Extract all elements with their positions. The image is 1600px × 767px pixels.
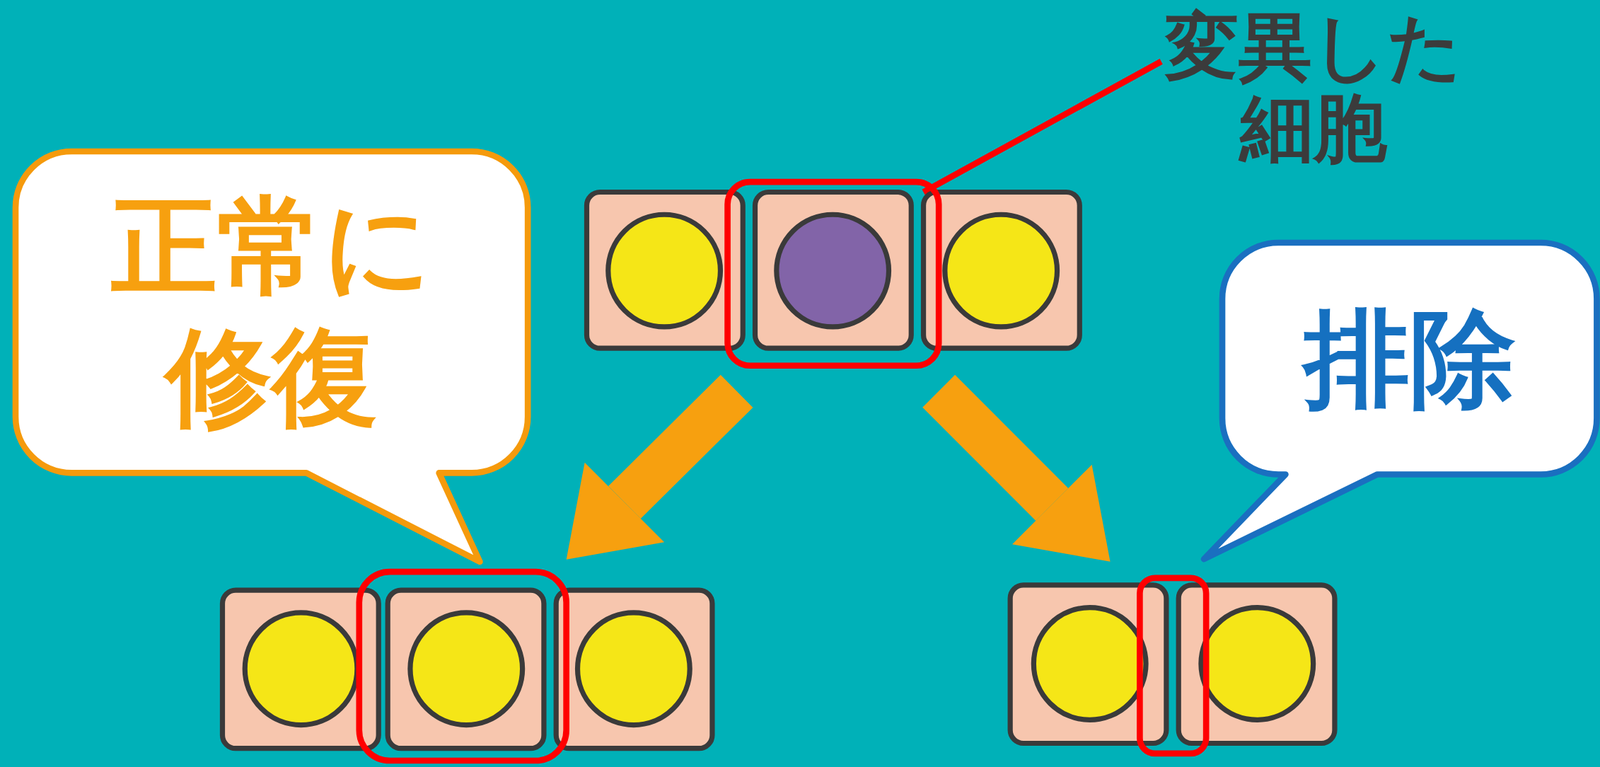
- mutated-nucleus: [776, 214, 890, 327]
- highlight-frame: [727, 181, 940, 366]
- repaired-cells: [222, 589, 712, 749]
- callout-text: 排除: [1303, 293, 1516, 425]
- cell-label: 変異した 細胞: [1152, 6, 1476, 170]
- eliminated-cells: [1010, 584, 1335, 744]
- callout-outline: [15, 151, 528, 562]
- nucleus: [244, 612, 358, 726]
- nucleus: [410, 612, 523, 726]
- orange-arrows: [566, 391, 1111, 562]
- arrow-shaft: [938, 391, 1052, 505]
- cell: [1010, 584, 1167, 744]
- cell: [222, 589, 379, 749]
- nucleus: [945, 214, 1058, 327]
- arrow-head: [566, 462, 665, 560]
- nucleus: [577, 612, 691, 726]
- label-box: 変異した 細胞: [1148, 6, 1480, 170]
- leader-line: [923, 61, 1162, 193]
- callout-text: 正常に 修復: [96, 181, 447, 443]
- highlight-frame: [1139, 577, 1207, 754]
- cell: [923, 192, 1081, 349]
- nucleus: [608, 214, 721, 327]
- top-cells: [586, 192, 1080, 349]
- highlight-frame: [359, 571, 567, 761]
- arrow-shaft: [624, 391, 738, 503]
- callout-box: 正常に 修復: [15, 151, 528, 473]
- callout-box: 排除: [1222, 242, 1597, 474]
- cell: [555, 589, 713, 749]
- nucleus: [1201, 607, 1314, 721]
- cell: [755, 192, 912, 349]
- cell: [586, 192, 743, 349]
- arrow-head: [1012, 464, 1110, 562]
- nucleus: [1033, 607, 1146, 721]
- cell: [1178, 584, 1335, 744]
- cell: [387, 589, 544, 749]
- callout-outline: [1203, 242, 1597, 559]
